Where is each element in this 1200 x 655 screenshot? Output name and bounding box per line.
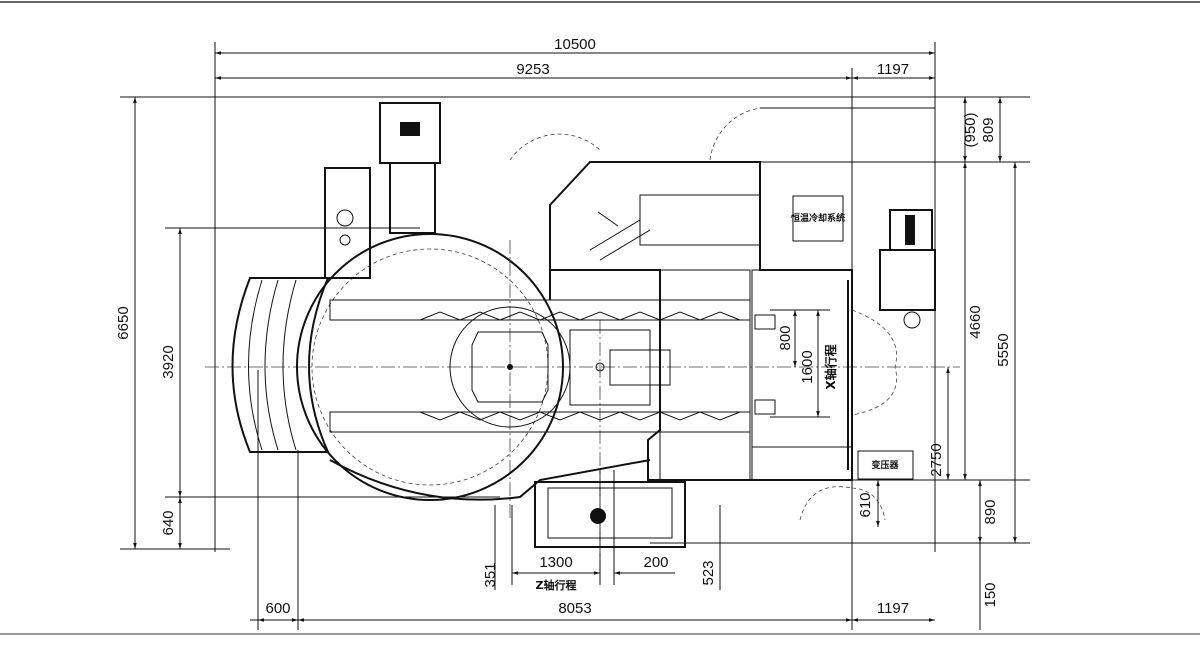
dim-10500: 10500	[554, 36, 596, 53]
x-travel-label: X轴行程	[823, 344, 838, 389]
dim-2750: 2750	[928, 443, 945, 476]
dim-523: 523	[700, 560, 717, 585]
transformer-label: 变压器	[871, 459, 899, 471]
dim-1197-top: 1197	[877, 61, 909, 78]
z-travel-label: Z轴行程	[536, 578, 577, 592]
dimension-top: 10500 9253 1197	[215, 36, 935, 80]
dim-9253: 9253	[516, 61, 549, 78]
dim-3920: 3920	[160, 345, 177, 378]
dim-809: 809	[980, 117, 997, 142]
dim-5550: 5550	[995, 333, 1012, 366]
machine-body: 800 1600 X轴行程	[205, 102, 960, 560]
dim-890: 890	[982, 499, 999, 524]
dim-600: 600	[265, 600, 290, 617]
dimension-left: 6650 3920 640	[115, 97, 182, 549]
dim-8053: 8053	[558, 600, 591, 617]
dim-950-paren: (950)	[962, 112, 979, 147]
dim-800: 800	[777, 325, 794, 350]
dim-150: 150	[982, 582, 999, 607]
dim-1300: 1300	[539, 554, 572, 571]
transformer-box: 变压器	[857, 450, 914, 480]
dim-640: 640	[160, 510, 177, 535]
extension-lines	[120, 42, 1030, 630]
dim-610: 610	[857, 492, 874, 517]
dimension-bottom: 600 8053 1197 351 1300 Z轴行程 200 523	[250, 554, 935, 622]
dimension-right: (950) 809 4660 5550 2750 890 150 610	[857, 97, 1017, 630]
dim-4660: 4660	[967, 305, 984, 338]
dim-1197-bottom: 1197	[877, 600, 909, 617]
cooling-system-label: 恒温冷却系统	[791, 212, 845, 224]
dim-1600: 1600	[799, 350, 816, 383]
dim-200: 200	[643, 554, 668, 571]
dim-6650: 6650	[115, 306, 132, 339]
cooling-system-box: 恒温冷却系统	[791, 195, 845, 242]
dim-351: 351	[482, 562, 499, 587]
